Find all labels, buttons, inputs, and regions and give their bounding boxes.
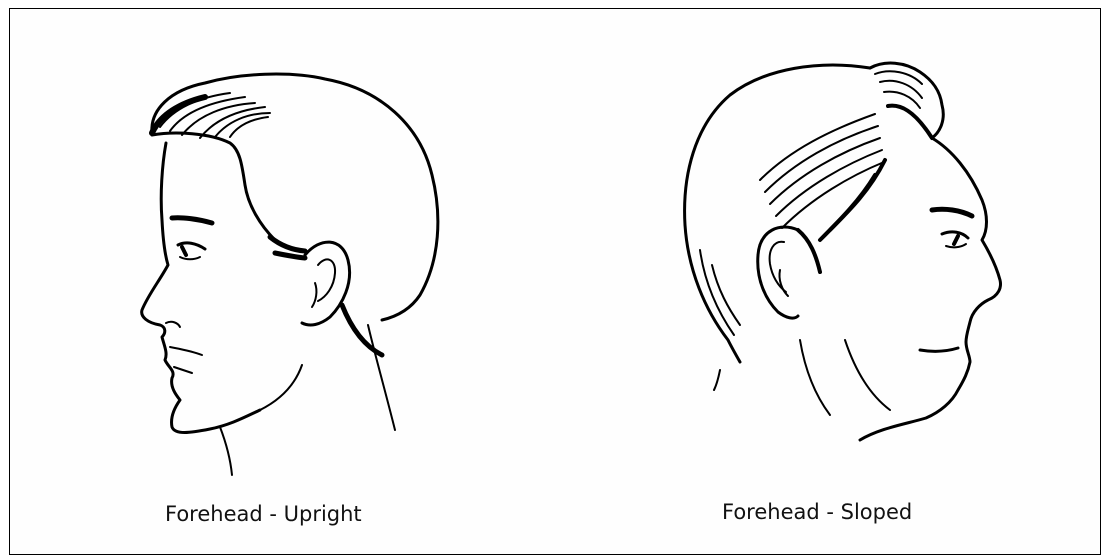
upright-forehead-caption: Forehead - Upright — [165, 502, 362, 526]
sloped-head-svg — [670, 50, 1015, 470]
upright-forehead-head-illustration — [120, 55, 460, 485]
sloped-forehead-caption: Forehead - Sloped — [722, 500, 912, 524]
sloped-forehead-head-illustration — [670, 50, 1015, 470]
upright-head-svg — [120, 55, 460, 485]
